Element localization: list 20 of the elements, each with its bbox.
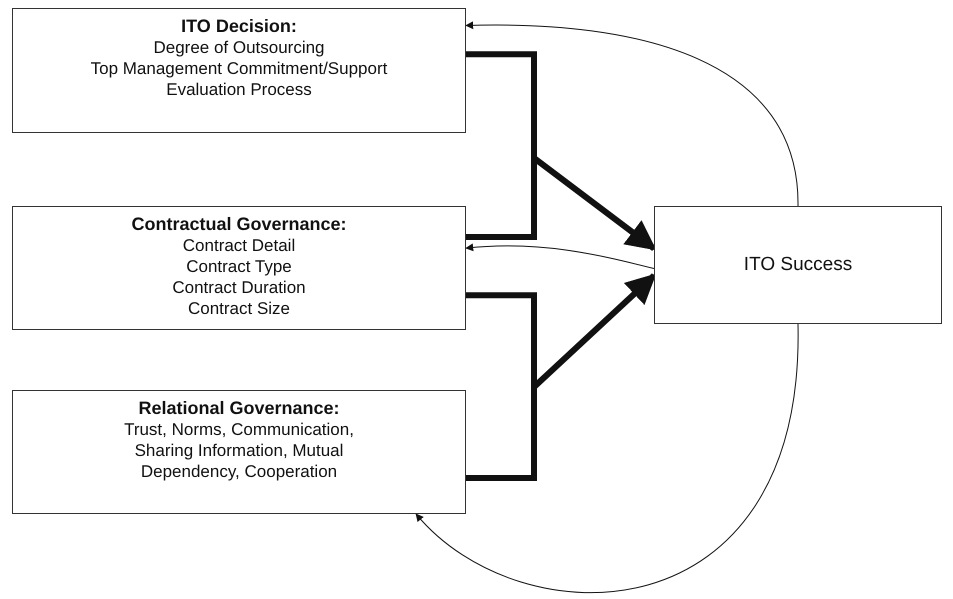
factor-box [12,390,466,514]
box-title: ITO Success [744,254,852,276]
box-item: Contract Size [188,298,290,319]
arrow [465,21,798,206]
arrow [465,244,654,270]
box-item: Evaluation Process [166,79,312,100]
box-item: Top Management Commitment/Support [90,58,388,79]
box-item: Trust, Norms, Communication, Sharing Information, Mutual Dependency, Cooperation [123,419,355,482]
factor-box [654,206,942,324]
box-item: Degree of Outsourcing [153,37,325,58]
thick-arrow [466,273,656,482]
box-item: Contract Type [186,256,292,277]
box-heading: ITO Decision: [181,15,297,37]
box-heading: Contractual Governance: [131,213,347,235]
arrow [415,324,798,593]
factor-box [12,8,466,133]
box-heading: Relational Governance: [138,397,340,419]
factor-box [12,206,466,330]
box-item: Contract Duration [172,277,306,298]
box-item: Contract Detail [182,235,296,256]
